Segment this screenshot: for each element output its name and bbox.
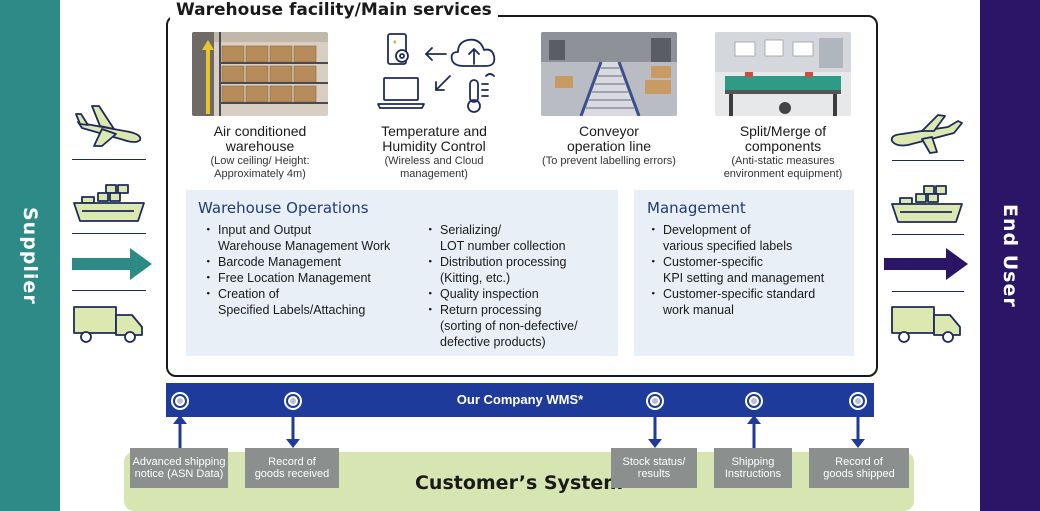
service-description: (To prevent labelling errors) bbox=[542, 155, 676, 167]
phone-gear-icon bbox=[387, 33, 409, 65]
separator bbox=[72, 290, 146, 291]
operations-list-left: Input and Output Warehouse Management Wo… bbox=[202, 222, 416, 318]
list-item: Input and Output Warehouse Management Wo… bbox=[202, 222, 416, 254]
wms-bar: Our Company WMS* bbox=[166, 383, 874, 417]
wms-node bbox=[648, 394, 662, 408]
workroom-photo bbox=[715, 32, 851, 116]
operations-title: Warehouse Operations bbox=[198, 199, 369, 217]
management-box: Management Development of various specif… bbox=[634, 190, 854, 356]
customer-system-label: Customer’s System bbox=[414, 472, 624, 494]
tag-record-goods-shipped: Record of goods shipped bbox=[809, 448, 909, 488]
list-item: Free Location Management bbox=[202, 270, 416, 286]
service-name: Split/Merge of components bbox=[739, 123, 827, 154]
conveyor-photo bbox=[541, 32, 677, 116]
list-item: Customer-specific standard work manual bbox=[647, 286, 851, 318]
end-user-bar: End User bbox=[980, 0, 1040, 511]
list-item: Barcode Management bbox=[202, 254, 416, 270]
wms-node bbox=[173, 394, 187, 408]
tag-record-goods-received: Record of goods received bbox=[245, 448, 339, 488]
tag-asn-data: Advanced shipping notice (ASN Data) bbox=[130, 448, 228, 488]
service-name: Air conditioned warehouse bbox=[213, 123, 307, 154]
end-user-label: End User bbox=[999, 203, 1021, 308]
up-arrow-icon bbox=[747, 415, 761, 450]
wms-node bbox=[851, 394, 865, 408]
service-air-conditioned-warehouse: Air conditioned warehouse (Low ceiling/ … bbox=[180, 32, 340, 181]
customer-system-box: Customer’s System bbox=[124, 452, 914, 511]
tag-stock-status: Stock status/ results bbox=[611, 448, 697, 488]
separator bbox=[72, 233, 146, 234]
laptop-icon bbox=[377, 77, 425, 109]
down-arrow-icon bbox=[648, 414, 662, 448]
management-title: Management bbox=[647, 199, 746, 217]
truck-icon bbox=[890, 303, 966, 345]
service-description: (Anti-static measures environment equipm… bbox=[723, 155, 843, 180]
service-name: Temperature and Humidity Control bbox=[381, 123, 487, 154]
down-arrow-icon bbox=[851, 414, 865, 448]
list-item: Return processing (sorting of non-defect… bbox=[424, 302, 614, 350]
operations-list-right: Serializing/ LOT number collection Distr… bbox=[424, 222, 614, 350]
service-temperature-humidity: ♦ Temperature and Humidity Control (Wire… bbox=[354, 32, 514, 181]
cloud-upload-icon bbox=[450, 38, 496, 67]
supplier-bar: Supplier bbox=[0, 0, 60, 511]
wms-label: Our Company WMS* bbox=[456, 392, 584, 407]
facility-title: Warehouse facility/Main services bbox=[170, 0, 498, 20]
airplane-icon bbox=[72, 102, 148, 150]
svg-text:♦: ♦ bbox=[393, 39, 397, 46]
separator bbox=[892, 291, 964, 292]
ship-icon bbox=[72, 183, 148, 225]
airplane-icon bbox=[888, 113, 964, 155]
supplier-label: Supplier bbox=[19, 206, 41, 305]
warehouse-operations-box: Warehouse Operations Input and Output Wa… bbox=[186, 190, 618, 356]
down-arrow-icon bbox=[286, 414, 300, 448]
truck-icon bbox=[72, 303, 148, 345]
ship-icon bbox=[890, 184, 966, 226]
list-item: Distribution processing (Kitting, etc.) bbox=[424, 254, 614, 286]
up-arrow-icon bbox=[173, 415, 187, 450]
separator bbox=[892, 160, 964, 161]
list-item: Quality inspection bbox=[424, 286, 614, 302]
separator bbox=[72, 159, 146, 160]
temperature-humidity-icons: ♦ bbox=[366, 32, 502, 116]
service-split-merge: Split/Merge of components (Anti-static m… bbox=[703, 32, 863, 181]
wms-node bbox=[286, 394, 300, 408]
service-conveyor-line: Conveyor operation line (To prevent labe… bbox=[529, 32, 689, 168]
wms-node bbox=[747, 394, 761, 408]
service-description: (Wireless and Cloud management) bbox=[384, 155, 484, 180]
right-arrow-icon bbox=[72, 248, 152, 280]
right-arrow-icon bbox=[884, 248, 968, 280]
thermometer-icon bbox=[467, 73, 495, 113]
list-item: Development of various specified labels bbox=[647, 222, 851, 254]
management-list: Development of various specified labels … bbox=[647, 222, 851, 318]
warehouse-photo bbox=[192, 32, 328, 116]
tag-shipping-instructions: Shipping Instructions bbox=[714, 448, 792, 488]
list-item: Creation of Specified Labels/Attaching bbox=[202, 286, 416, 318]
list-item: Customer-specific KPI setting and manage… bbox=[647, 254, 851, 286]
service-description: (Low ceiling/ Height: Approximately 4m) bbox=[210, 155, 310, 180]
list-item: Serializing/ LOT number collection bbox=[424, 222, 614, 254]
service-name: Conveyor operation line bbox=[566, 123, 652, 154]
separator bbox=[892, 234, 964, 235]
